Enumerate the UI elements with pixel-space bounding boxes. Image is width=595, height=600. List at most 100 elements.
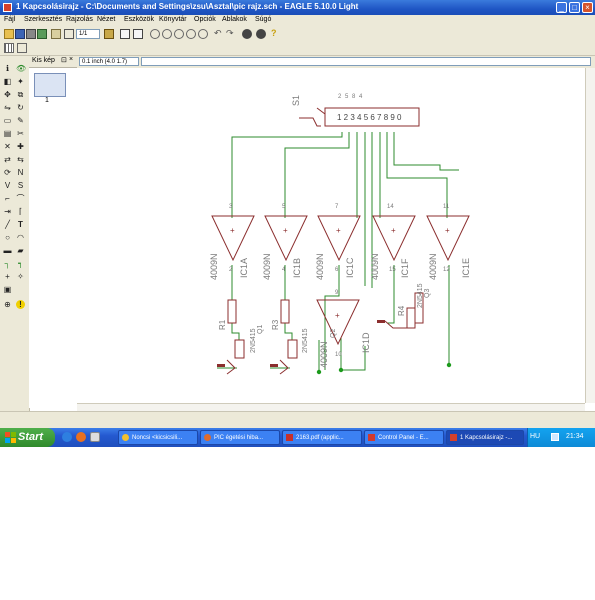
save-icon[interactable] bbox=[15, 29, 25, 39]
show-icon[interactable]: 👁 bbox=[16, 64, 27, 73]
mirror-icon[interactable]: ⇋ bbox=[4, 103, 11, 112]
text-icon[interactable]: T bbox=[18, 220, 23, 229]
taskbar-item[interactable]: 2163.pdf (applic... bbox=[282, 430, 362, 445]
miter-icon[interactable]: ⌐ bbox=[5, 194, 10, 203]
print-icon[interactable] bbox=[26, 29, 36, 39]
script-icon[interactable] bbox=[120, 29, 130, 39]
open-icon[interactable] bbox=[4, 29, 14, 39]
gateswap-icon[interactable]: ⇆ bbox=[17, 155, 24, 164]
zoom-select-icon[interactable] bbox=[198, 29, 208, 39]
menu-options[interactable]: Opciók bbox=[194, 16, 216, 23]
sheet-number: 1 bbox=[45, 97, 49, 104]
zoom-fit-icon[interactable] bbox=[150, 29, 160, 39]
go-icon[interactable] bbox=[256, 29, 266, 39]
horizontal-scrollbar[interactable] bbox=[77, 403, 585, 412]
junction-icon[interactable]: + bbox=[5, 272, 10, 281]
paste-icon[interactable]: ▤ bbox=[3, 129, 12, 138]
system-tray bbox=[527, 428, 595, 447]
split-icon[interactable]: ⌒ bbox=[16, 194, 25, 203]
minimize-button[interactable]: _ bbox=[556, 2, 567, 13]
menu-draw[interactable]: Rajzolás bbox=[66, 16, 93, 23]
vertical-scrollbar[interactable] bbox=[585, 68, 595, 403]
menu-windows[interactable]: Ablakok bbox=[222, 16, 247, 23]
stop-icon[interactable] bbox=[242, 29, 252, 39]
menu-library[interactable]: Könyvtár bbox=[159, 16, 187, 23]
menu-view[interactable]: Nézet bbox=[97, 16, 116, 23]
value-icon[interactable]: V bbox=[4, 181, 11, 190]
name-icon[interactable]: N bbox=[17, 168, 24, 177]
display-icon[interactable]: ◧ bbox=[3, 77, 12, 86]
net-wire bbox=[340, 338, 366, 371]
net-wire bbox=[386, 132, 448, 218]
menu-help[interactable]: Súgó bbox=[255, 16, 272, 23]
desktop-icon[interactable] bbox=[90, 432, 100, 442]
change-icon[interactable]: ✎ bbox=[17, 116, 24, 125]
delete-icon[interactable]: ✕ bbox=[4, 142, 11, 151]
menu-file[interactable]: Fájl bbox=[4, 16, 16, 23]
maximize-button[interactable]: □ bbox=[569, 2, 580, 13]
undo-icon[interactable]: ↶ bbox=[214, 28, 222, 38]
cam-icon[interactable] bbox=[37, 29, 47, 39]
zoom-out-icon[interactable] bbox=[174, 29, 184, 39]
attribute-icon[interactable]: ▣ bbox=[3, 285, 12, 294]
transistor-name-label: Q2 bbox=[330, 329, 337, 338]
menu-tools[interactable]: Eszközök bbox=[124, 16, 154, 23]
add-icon[interactable]: ✚ bbox=[17, 142, 24, 151]
ie-icon[interactable] bbox=[62, 432, 72, 442]
thumbnail-panel: Kis kép ⊡ × 1 bbox=[29, 56, 78, 408]
tray-icon[interactable] bbox=[551, 433, 559, 441]
close-button[interactable]: × bbox=[582, 2, 593, 13]
polygon-icon[interactable]: ▰ bbox=[17, 246, 24, 255]
rotate-icon[interactable]: ↻ bbox=[17, 103, 24, 112]
optimize-icon[interactable]: ⌈ bbox=[18, 207, 23, 216]
gate-name-label: IC1F bbox=[400, 258, 410, 278]
sheet-thumbnail[interactable] bbox=[34, 73, 66, 97]
errors-icon[interactable]: ! bbox=[16, 300, 25, 309]
taskbar-item-active[interactable]: 1 Kapcsolásirajz -... bbox=[446, 430, 524, 445]
eagle-app-icon[interactable] bbox=[3, 3, 12, 12]
board-icon[interactable] bbox=[51, 29, 61, 39]
help-icon[interactable]: ? bbox=[271, 28, 277, 38]
pinswap-icon[interactable]: ⇄ bbox=[4, 155, 11, 164]
erc-icon[interactable]: ⊕ bbox=[4, 300, 11, 309]
redraw-icon[interactable] bbox=[186, 29, 196, 39]
firefox-icon[interactable] bbox=[76, 432, 86, 442]
mark-icon[interactable]: ✦ bbox=[17, 77, 24, 86]
use-library-icon[interactable] bbox=[104, 29, 114, 39]
taskbar-item[interactable]: PIC égetési hiba... bbox=[200, 430, 280, 445]
invoke-icon[interactable]: ⇥ bbox=[4, 207, 11, 216]
group-icon[interactable]: ▭ bbox=[3, 116, 12, 125]
label-icon[interactable]: ✧ bbox=[17, 272, 24, 281]
rect-icon[interactable]: ▬ bbox=[3, 246, 12, 255]
pin-number: 9 bbox=[335, 290, 339, 296]
schematic-canvas[interactable]: S1 1 2 3 4 5 6 7 8 9 0 4009N IC1A 4009N … bbox=[77, 68, 585, 403]
run-ulp-icon[interactable] bbox=[133, 29, 143, 39]
net-icon[interactable]: ┑ bbox=[18, 259, 23, 268]
arc-icon[interactable]: ◠ bbox=[17, 233, 24, 242]
circle-icon[interactable]: ○ bbox=[5, 233, 10, 242]
redo-icon[interactable]: ↷ bbox=[226, 28, 234, 38]
zoom-in-icon[interactable] bbox=[162, 29, 172, 39]
move-icon[interactable]: ✥ bbox=[4, 90, 11, 99]
smash-icon[interactable]: S bbox=[17, 181, 24, 190]
start-button[interactable]: Start bbox=[0, 428, 55, 447]
layer-icon[interactable] bbox=[17, 43, 27, 53]
taskbar-item[interactable]: Noncsi <kicsicsili... bbox=[118, 430, 198, 445]
copy-icon[interactable]: ⧉ bbox=[17, 90, 24, 99]
panel-close-icon[interactable]: × bbox=[69, 56, 74, 63]
info-icon[interactable]: ℹ bbox=[5, 64, 10, 73]
wire-icon[interactable]: ╱ bbox=[5, 220, 10, 229]
bus-icon[interactable]: ┐ bbox=[4, 259, 11, 268]
cut-icon[interactable]: ✂ bbox=[17, 129, 24, 138]
lock-icon[interactable] bbox=[64, 29, 74, 39]
task-icon bbox=[122, 434, 129, 441]
command-line-input[interactable] bbox=[141, 57, 591, 66]
sheet-select[interactable]: 1/1 bbox=[76, 29, 100, 39]
pin-icon[interactable]: ⊡ bbox=[61, 57, 67, 64]
taskbar-item[interactable]: Control Panel - E... bbox=[364, 430, 444, 445]
task-icon bbox=[204, 434, 211, 441]
grid-icon[interactable] bbox=[4, 43, 14, 53]
menu-edit[interactable]: Szerkesztés bbox=[24, 16, 63, 23]
language-indicator[interactable]: HU bbox=[530, 433, 541, 440]
replace-icon[interactable]: ⟳ bbox=[4, 168, 11, 177]
